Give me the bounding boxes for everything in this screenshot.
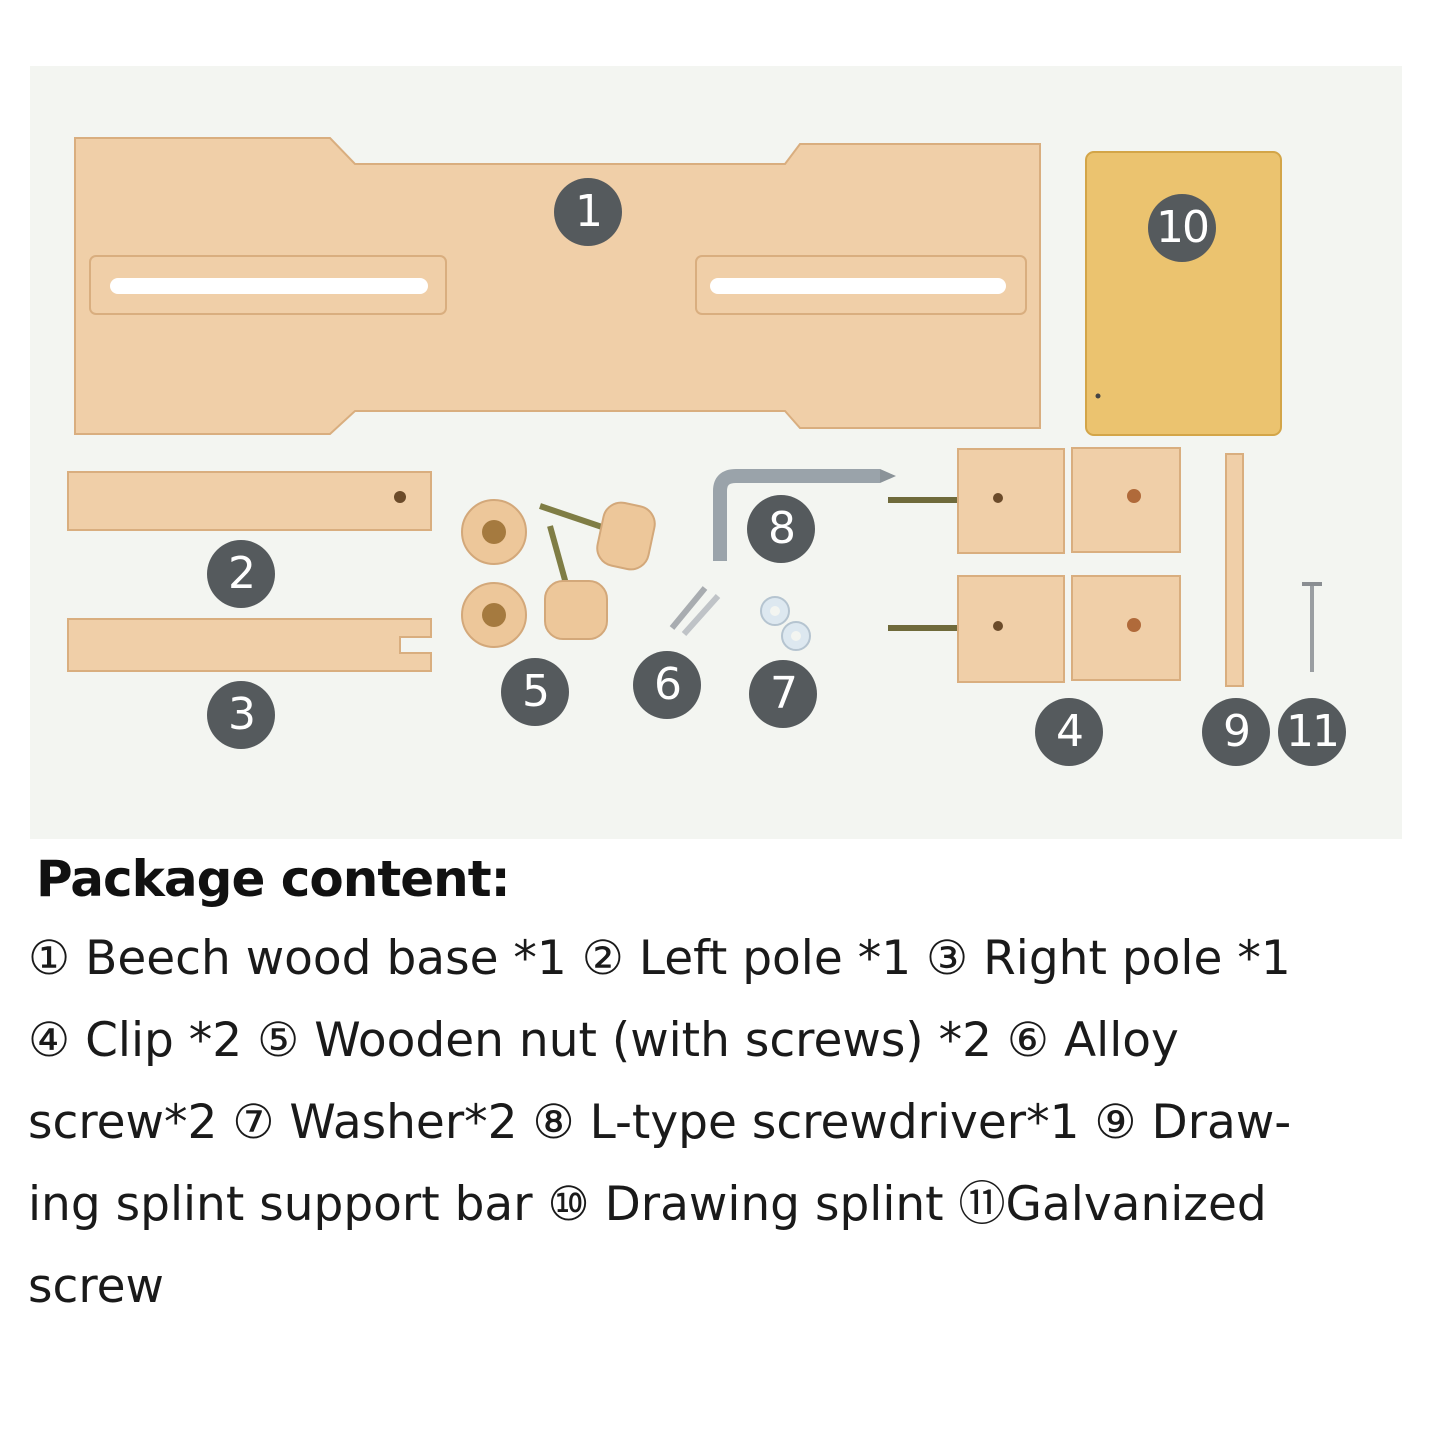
galvanized-screw — [1302, 582, 1322, 672]
package-content-list: ① Beech wood base *1 ② Left pole *1 ③ Ri… — [28, 931, 1292, 1314]
badge-4: 4 — [1035, 698, 1103, 766]
wooden-nuts — [461, 499, 656, 648]
base-slot-right — [695, 255, 1027, 315]
badge-7: 7 — [749, 660, 817, 728]
badge-10: 10 — [1148, 194, 1216, 262]
l-type-screwdriver — [713, 469, 880, 561]
parts-illustration — [67, 137, 1322, 687]
badge-3: 3 — [207, 681, 275, 749]
base-slot-left — [89, 255, 447, 315]
washers — [760, 596, 811, 651]
package-content-heading: Package content: — [36, 850, 511, 908]
badge-8: 8 — [747, 495, 815, 563]
badge-2: 2 — [207, 540, 275, 608]
alloy-screws — [669, 586, 721, 637]
badge-11: 11 — [1278, 698, 1346, 766]
badge-9: 9 — [1202, 698, 1270, 766]
badge-1: 1 — [554, 178, 622, 246]
beech-wood-base — [74, 137, 1041, 435]
drawing-splint — [1085, 151, 1282, 436]
clips — [888, 447, 1181, 683]
badge-5: 5 — [501, 658, 569, 726]
drawing-splint-support-bar — [1225, 453, 1244, 687]
left-pole — [67, 471, 432, 531]
right-pole — [67, 618, 432, 672]
badge-6: 6 — [633, 651, 701, 719]
product-photo: 1 10 2 3 8 5 6 7 4 9 11 — [30, 66, 1402, 839]
